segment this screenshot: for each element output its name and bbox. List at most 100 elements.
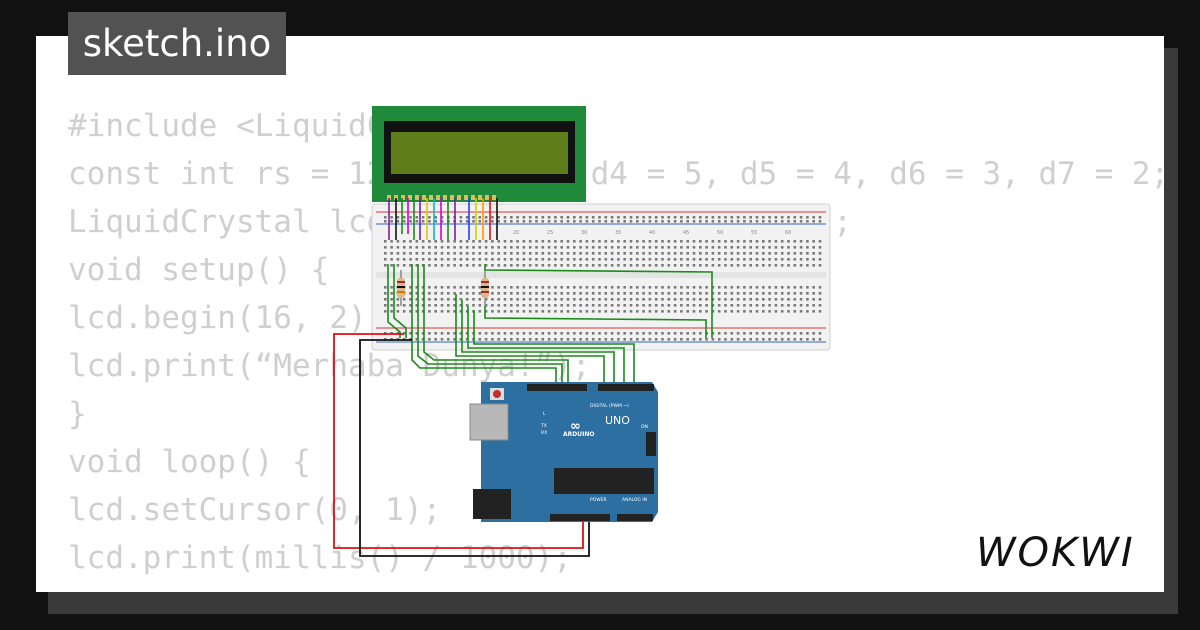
breadboard-hole	[623, 220, 626, 223]
breadboard-row-number: 50	[717, 230, 723, 236]
breadboard-hole	[591, 264, 595, 267]
breadboard-hole	[528, 252, 532, 255]
breadboard-hole	[680, 338, 683, 341]
breadboard-hole	[554, 304, 557, 307]
breadboard-hole	[428, 258, 431, 261]
breadboard-hole	[478, 310, 482, 313]
breadboard-hole	[617, 292, 620, 295]
breadboard-hole	[793, 304, 797, 307]
breadboard-hole	[585, 246, 589, 249]
breadboard-hole	[724, 332, 727, 335]
breadboard-hole	[478, 252, 482, 255]
breadboard-hole	[717, 292, 721, 295]
breadboard-hole	[717, 286, 721, 289]
breadboard-hole	[415, 252, 419, 255]
breadboard-hole	[686, 338, 689, 341]
breadboard-hole	[629, 252, 633, 255]
breadboard-hole	[743, 310, 746, 313]
breadboard-hole	[806, 286, 809, 289]
breadboard-hole	[799, 216, 803, 219]
breadboard-hole	[409, 246, 412, 249]
breadboard-hole	[610, 252, 614, 255]
breadboard-hole	[774, 216, 778, 219]
breadboard-hole	[717, 216, 721, 219]
breadboard-hole	[736, 252, 740, 255]
breadboard-hole	[604, 292, 608, 295]
lcd-pin	[422, 195, 426, 200]
breadboard-hole	[497, 292, 500, 295]
breadboard-hole	[503, 240, 507, 243]
breadboard-hole	[421, 220, 425, 223]
breadboard-hole	[541, 246, 545, 249]
breadboard-hole	[535, 216, 538, 219]
breadboard-hole	[591, 216, 595, 219]
breadboard-hole	[610, 258, 614, 261]
breadboard-hole	[598, 216, 601, 219]
breadboard-hole	[510, 292, 513, 295]
breadboard-hole	[724, 240, 727, 243]
breadboard-hole	[604, 264, 608, 267]
breadboard-hole	[629, 220, 633, 223]
breadboard-hole	[516, 216, 519, 219]
power-label: POWER	[590, 497, 607, 503]
breadboard-hole	[535, 304, 538, 307]
breadboard-hole	[793, 240, 797, 243]
breadboard-hole	[774, 246, 778, 249]
breadboard-hole	[749, 264, 752, 267]
file-tab[interactable]: sketch.ino	[68, 12, 286, 75]
breadboard-hole	[686, 220, 689, 223]
breadboard-hole	[617, 216, 620, 219]
breadboard-hole	[780, 310, 784, 313]
breadboard-hole	[799, 338, 803, 341]
breadboard-hole	[673, 252, 677, 255]
power-wires	[333, 333, 590, 557]
breadboard-hole	[806, 240, 809, 243]
breadboard-hole	[591, 252, 595, 255]
breadboard-hole	[554, 264, 557, 267]
breadboard-hole	[705, 338, 708, 341]
breadboard-hole	[610, 332, 614, 335]
breadboard-hole	[673, 332, 677, 335]
breadboard-hole	[717, 252, 721, 255]
breadboard-hole	[447, 286, 450, 289]
breadboard-hole	[724, 258, 727, 261]
breadboard-hole	[736, 220, 740, 223]
breadboard-hole	[661, 332, 664, 335]
breadboard-hole	[554, 338, 557, 341]
breadboard-hole	[560, 252, 563, 255]
breadboard-hole	[440, 264, 444, 267]
breadboard-hole	[642, 258, 645, 261]
on-label: ON	[641, 424, 648, 430]
breadboard-hole	[667, 240, 671, 243]
breadboard-hole	[434, 252, 437, 255]
breadboard-hole	[478, 292, 482, 295]
breadboard-hole	[780, 298, 784, 301]
breadboard-hole	[661, 240, 664, 243]
breadboard-hole	[717, 298, 721, 301]
breadboard-hole	[484, 338, 488, 341]
breadboard-row-number: 20	[513, 230, 519, 236]
breadboard-hole	[654, 216, 658, 219]
breadboard-hole	[818, 310, 822, 313]
breadboard-hole	[636, 338, 639, 341]
breadboard-hole	[528, 216, 532, 219]
breadboard-hole	[421, 310, 425, 313]
breadboard-hole	[453, 304, 456, 307]
breadboard-hole	[384, 310, 387, 313]
breadboard-hole	[604, 246, 608, 249]
breadboard-hole	[629, 304, 633, 307]
breadboard-hole	[585, 310, 589, 313]
breadboard-hole	[629, 286, 633, 289]
breadboard-hole	[573, 252, 576, 255]
breadboard-hole	[440, 220, 444, 223]
breadboard-hole	[591, 298, 595, 301]
breadboard-hole	[409, 216, 412, 219]
breadboard-hole	[755, 252, 759, 255]
resistor-right	[481, 270, 489, 306]
breadboard-hole	[749, 220, 752, 223]
breadboard-hole	[617, 286, 620, 289]
breadboard-hole	[541, 332, 545, 335]
breadboard-hole	[453, 286, 456, 289]
breadboard-hole	[415, 264, 419, 267]
